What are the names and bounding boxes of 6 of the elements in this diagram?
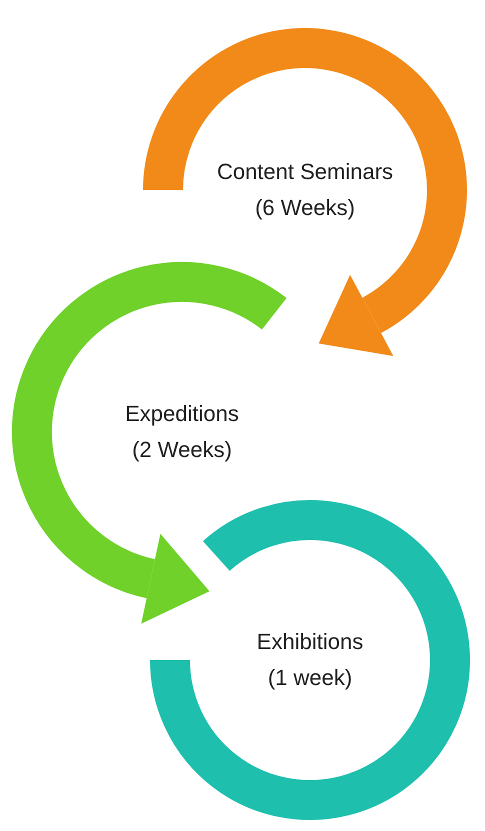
stage-title: Exhibitions: [256, 628, 364, 656]
stage-title: Expeditions: [125, 400, 239, 428]
duration-label: (2 Weeks): [131, 436, 233, 464]
duration-label: (6 Weeks): [254, 194, 356, 222]
duration-label: (1 week): [266, 664, 354, 692]
stage-title: Content Seminars: [216, 158, 394, 186]
